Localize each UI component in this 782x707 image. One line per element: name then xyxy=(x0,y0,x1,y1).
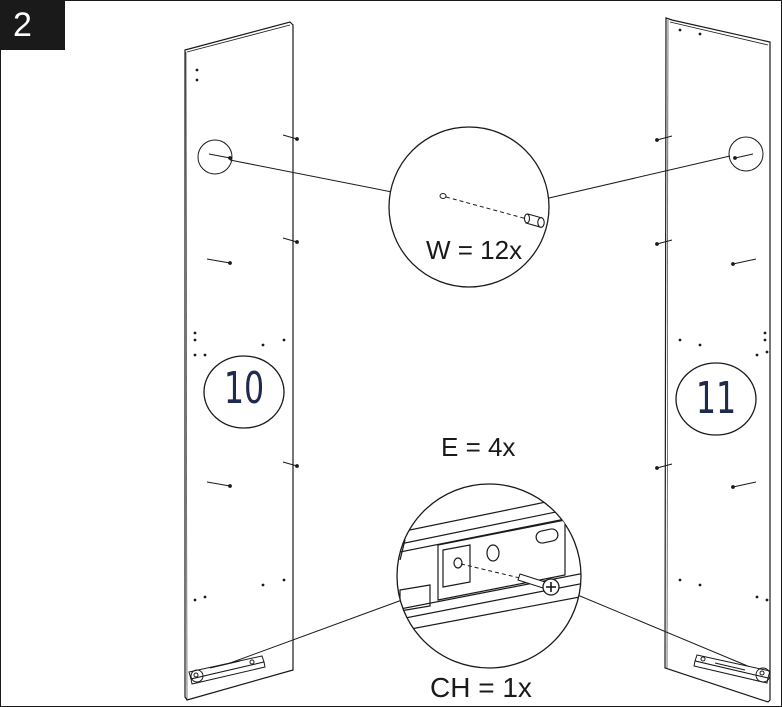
left-panel-dowels xyxy=(193,68,299,602)
step-number: 2 xyxy=(0,0,65,50)
dowel-leader-lines xyxy=(229,155,731,199)
drawer-slide-right xyxy=(693,654,771,684)
slide-leader-lines xyxy=(210,590,763,673)
drawer-slide-left xyxy=(188,655,266,685)
slide-quantity-label: E = 4x xyxy=(441,432,516,462)
panel-number-right: 11 xyxy=(695,373,737,424)
right-panel-dowels xyxy=(655,28,769,602)
panel-number-badge-right xyxy=(675,362,757,436)
dowel-quantity-label: W = 12x xyxy=(426,235,523,265)
callout-marker-right xyxy=(728,136,764,172)
screw-quantity-label: CH = 1x xyxy=(430,672,532,703)
slide-detail xyxy=(396,483,582,669)
panel-number-badge-left xyxy=(203,355,285,429)
panel-number-left: 10 xyxy=(223,363,265,414)
callout-marker-left xyxy=(197,139,233,175)
dowel-pin-icon xyxy=(523,213,545,228)
dowel-detail xyxy=(388,126,550,288)
side-panel-right xyxy=(664,17,771,703)
screw-icon xyxy=(542,578,560,596)
